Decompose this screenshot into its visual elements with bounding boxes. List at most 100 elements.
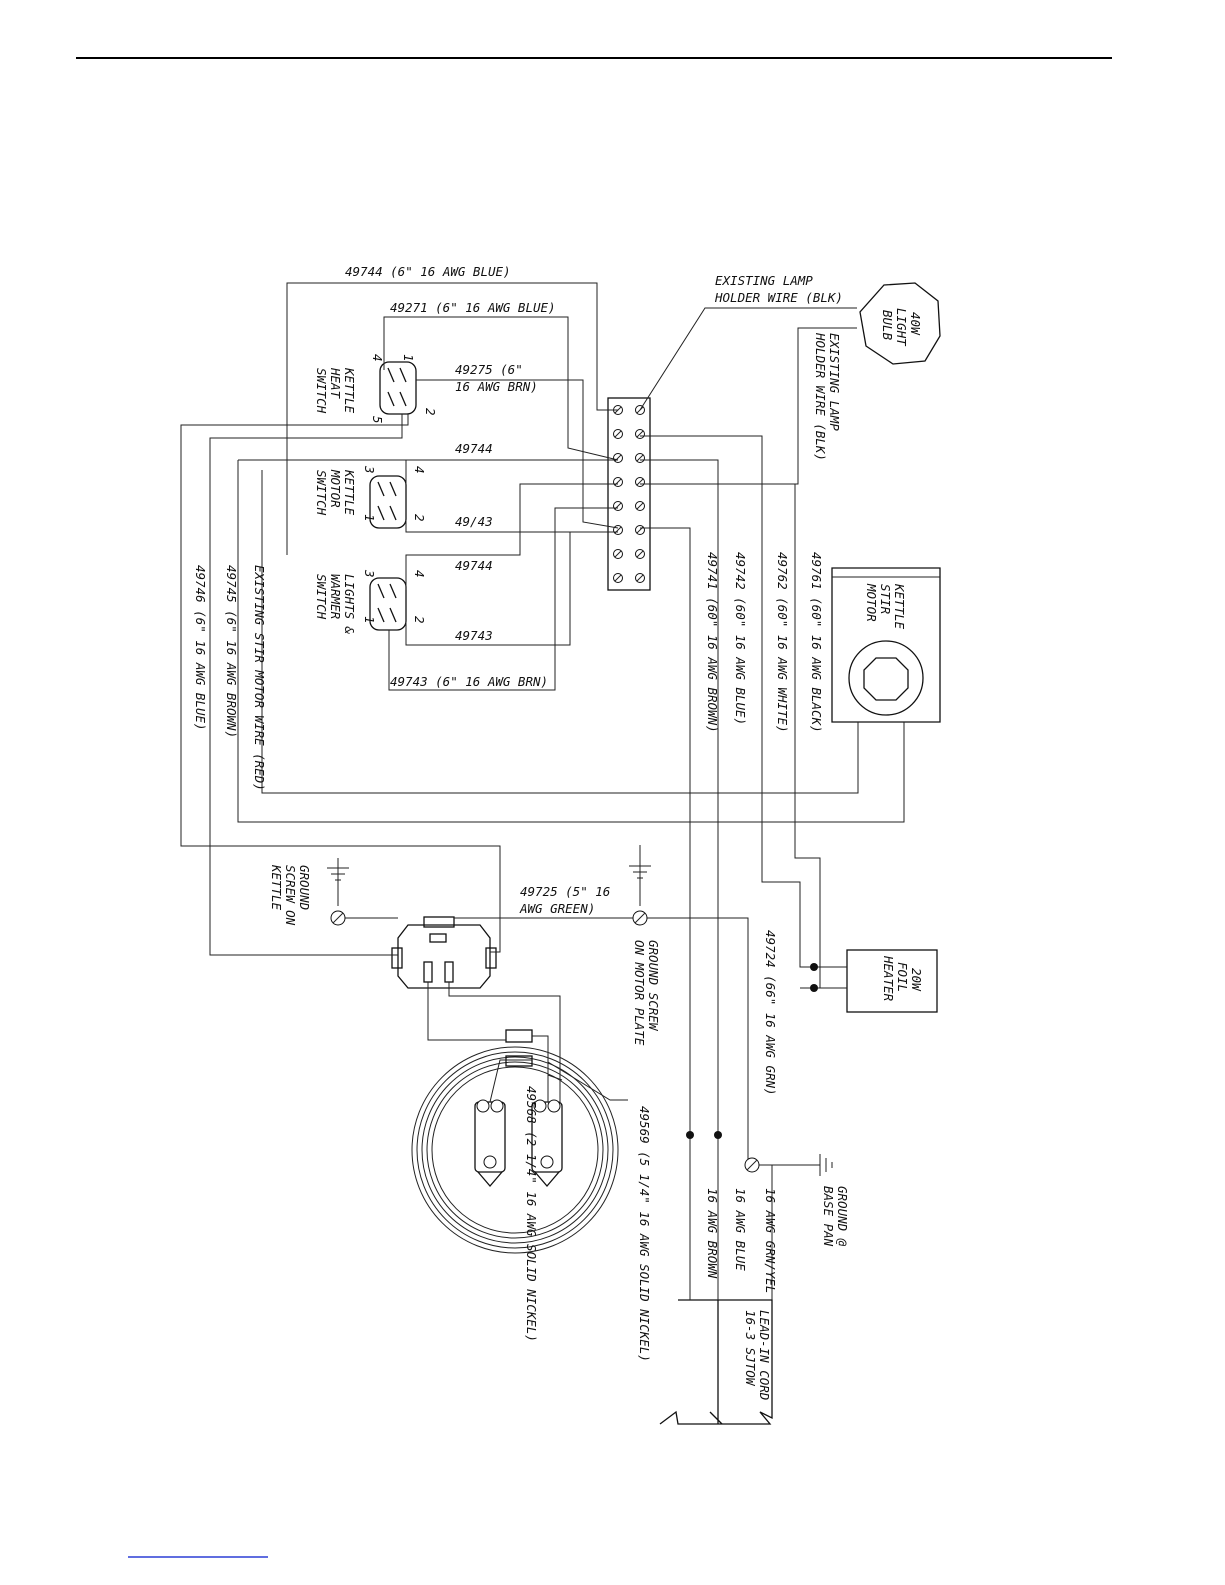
pin-motor-1: 1 [362,514,377,522]
svg-text:MOTOR: MOTOR [864,583,879,622]
terminal-screw-slot [636,478,644,486]
pin-warmer-2: 2 [412,616,427,624]
ground-symbol-motor-plate [629,845,651,926]
svg-text:SWITCH: SWITCH [314,574,329,620]
svg-text:FOIL: FOIL [895,962,910,992]
ground-symbol-base-pan [744,1154,833,1176]
pin-motor-2: 2 [412,514,427,522]
pin-warmer-1: 1 [362,616,377,624]
terminal-screw-slot [614,430,622,438]
pin-heat-5: 5 [370,416,385,424]
terminal-block [607,397,651,591]
wire-network [180,282,905,1300]
label-light-bulb: 40W LIGHT BULB [880,308,923,347]
heating-element [411,1029,619,1254]
label-49741: 49741 (60" 16 AWG BROWN) [705,552,720,733]
pin-warmer-4: 4 [412,570,427,578]
label-motor-switch: KETTLE MOTOR SWITCH [314,469,357,516]
pin-motor-4: 4 [412,466,427,474]
label-49725-b: AWG GREEN) [519,901,595,916]
label-lamp-wire-2a: EXISTING LAMP [827,333,842,431]
svg-text:MOTOR: MOTOR [328,469,343,508]
lights-warmer-switch [369,577,407,631]
label-49742: 49742 (60" 16 AWG BLUE) [733,552,748,725]
label-49725-a: 49725 (5" 16 [520,884,610,899]
svg-text:ON MOTOR PLATE: ON MOTOR PLATE [632,940,647,1046]
svg-text:SCREW ON: SCREW ON [283,865,298,926]
pin-motor-3: 3 [362,465,377,474]
pin-heat-4: 4 [370,354,385,362]
svg-text:STIR: STIR [878,584,893,615]
kettle-heat-switch [379,361,417,415]
label-lead-cord: LEAD-IN CORD 16-3 SJTOW [743,1310,772,1400]
label-lamp-wire-1a: EXISTING LAMP [715,273,813,288]
label-cord-brown: 16 AWG BROWN [705,1188,720,1279]
label-cord-blue: 16 AWG BLUE [733,1188,748,1271]
label-49743-b: 49743 [455,628,493,643]
svg-text:KETTLE: KETTLE [342,469,357,516]
label-49761: 49761 (60" 16 AWG BLACK) [809,552,824,733]
heater-plug [391,916,497,989]
kettle-stir-motor [831,567,941,723]
svg-text:KETTLE: KETTLE [342,367,357,414]
label-cord-grn: 16 AWG GRN/YEL [763,1188,778,1293]
svg-text:GROUND @: GROUND @ [835,1186,850,1247]
svg-text:LIGHTS &: LIGHTS & [342,574,357,635]
label-49275-a: 49275 (6" [455,362,523,377]
svg-text:LEAD-IN CORD: LEAD-IN CORD [757,1310,772,1400]
light-bulb [859,282,941,365]
terminal-screw-slot [636,550,644,558]
label-49745: 49745 (6" 16 AWG BROWN) [224,565,239,738]
label-ground-base: GROUND @ BASE PAN [821,1186,850,1247]
svg-text:BULB: BULB [880,310,895,341]
label-ground-kettle: GROUND SCREW ON KETTLE [269,864,312,926]
label-4943-a: 49/43 [455,514,493,529]
terminal-screw-slot [614,550,622,558]
kettle-motor-switch [369,475,407,529]
terminal-screw-slot [614,574,622,582]
terminal-screw-slot [636,430,644,438]
label-lamp-wire-2b: HOLDER WIRE (BLK) [813,332,828,461]
label-49568: 49568 (2 1/4" 16 AWG SOLID NICKEL) [524,1086,539,1342]
label-49724: 49724 (66" 16 AWG GRN) [763,930,778,1096]
svg-text:KETTLE: KETTLE [892,583,907,630]
ground-symbol-kettle [327,858,349,926]
svg-text:HEAT: HEAT [328,367,343,400]
pin-heat-2: 2 [423,408,438,416]
label-49743-bottom: 49743 (6" 16 AWG BRN) [390,674,548,689]
label-lamp-wire-1b: HOLDER WIRE (BLK) [714,290,843,305]
label-49762: 49762 (60" 16 AWG WHITE) [775,552,790,733]
label-stir-motor: KETTLE STIR MOTOR [864,583,907,630]
label-49569: 49569 (5 1/4" 16 AWG SOLID NICKEL) [637,1106,652,1362]
terminal-screw-slot [636,454,644,462]
pin-warmer-3: 3 [362,569,377,578]
svg-text:40W: 40W [908,312,923,336]
label-49275-b: 16 AWG BRN) [455,379,538,394]
label-foil-heater: 20W FOIL HEATER [881,955,924,1002]
svg-text:SWITCH: SWITCH [314,470,329,516]
label-49744-a: 49744 [455,441,493,456]
pin-heat-1: 1 [401,354,416,362]
svg-text:GROUND SCREW: GROUND SCREW [646,940,661,1032]
svg-text:KETTLE: KETTLE [269,864,284,911]
svg-text:BASE PAN: BASE PAN [821,1186,836,1247]
foil-heater [846,949,938,1013]
svg-text:WARMER: WARMER [328,574,343,620]
terminal-screw-slot [636,574,644,582]
svg-text:20W: 20W [909,968,924,992]
label-stir-motor-wire: EXISTING STIR MOTOR WIRE (RED) [252,565,267,791]
label-heat-switch: KETTLE HEAT SWITCH [314,367,357,414]
label-49746: 49746 (6" 16 AWG BLUE) [193,565,208,731]
label-49271: 49271 (6" 16 AWG BLUE) [390,300,556,315]
svg-text:16-3 SJTOW: 16-3 SJTOW [743,1310,758,1387]
terminal-screw-slot [636,502,644,510]
label-49744-b: 49744 [455,558,493,573]
svg-text:LIGHT: LIGHT [894,308,909,347]
svg-text:GROUND: GROUND [297,865,312,910]
label-49744-top: 49744 (6" 16 AWG BLUE) [345,264,511,279]
svg-text:HEATER: HEATER [881,955,896,1002]
label-warmer-switch: LIGHTS & WARMER SWITCH [314,574,357,635]
lead-in-cord [659,1299,773,1425]
svg-text:SWITCH: SWITCH [314,368,329,414]
